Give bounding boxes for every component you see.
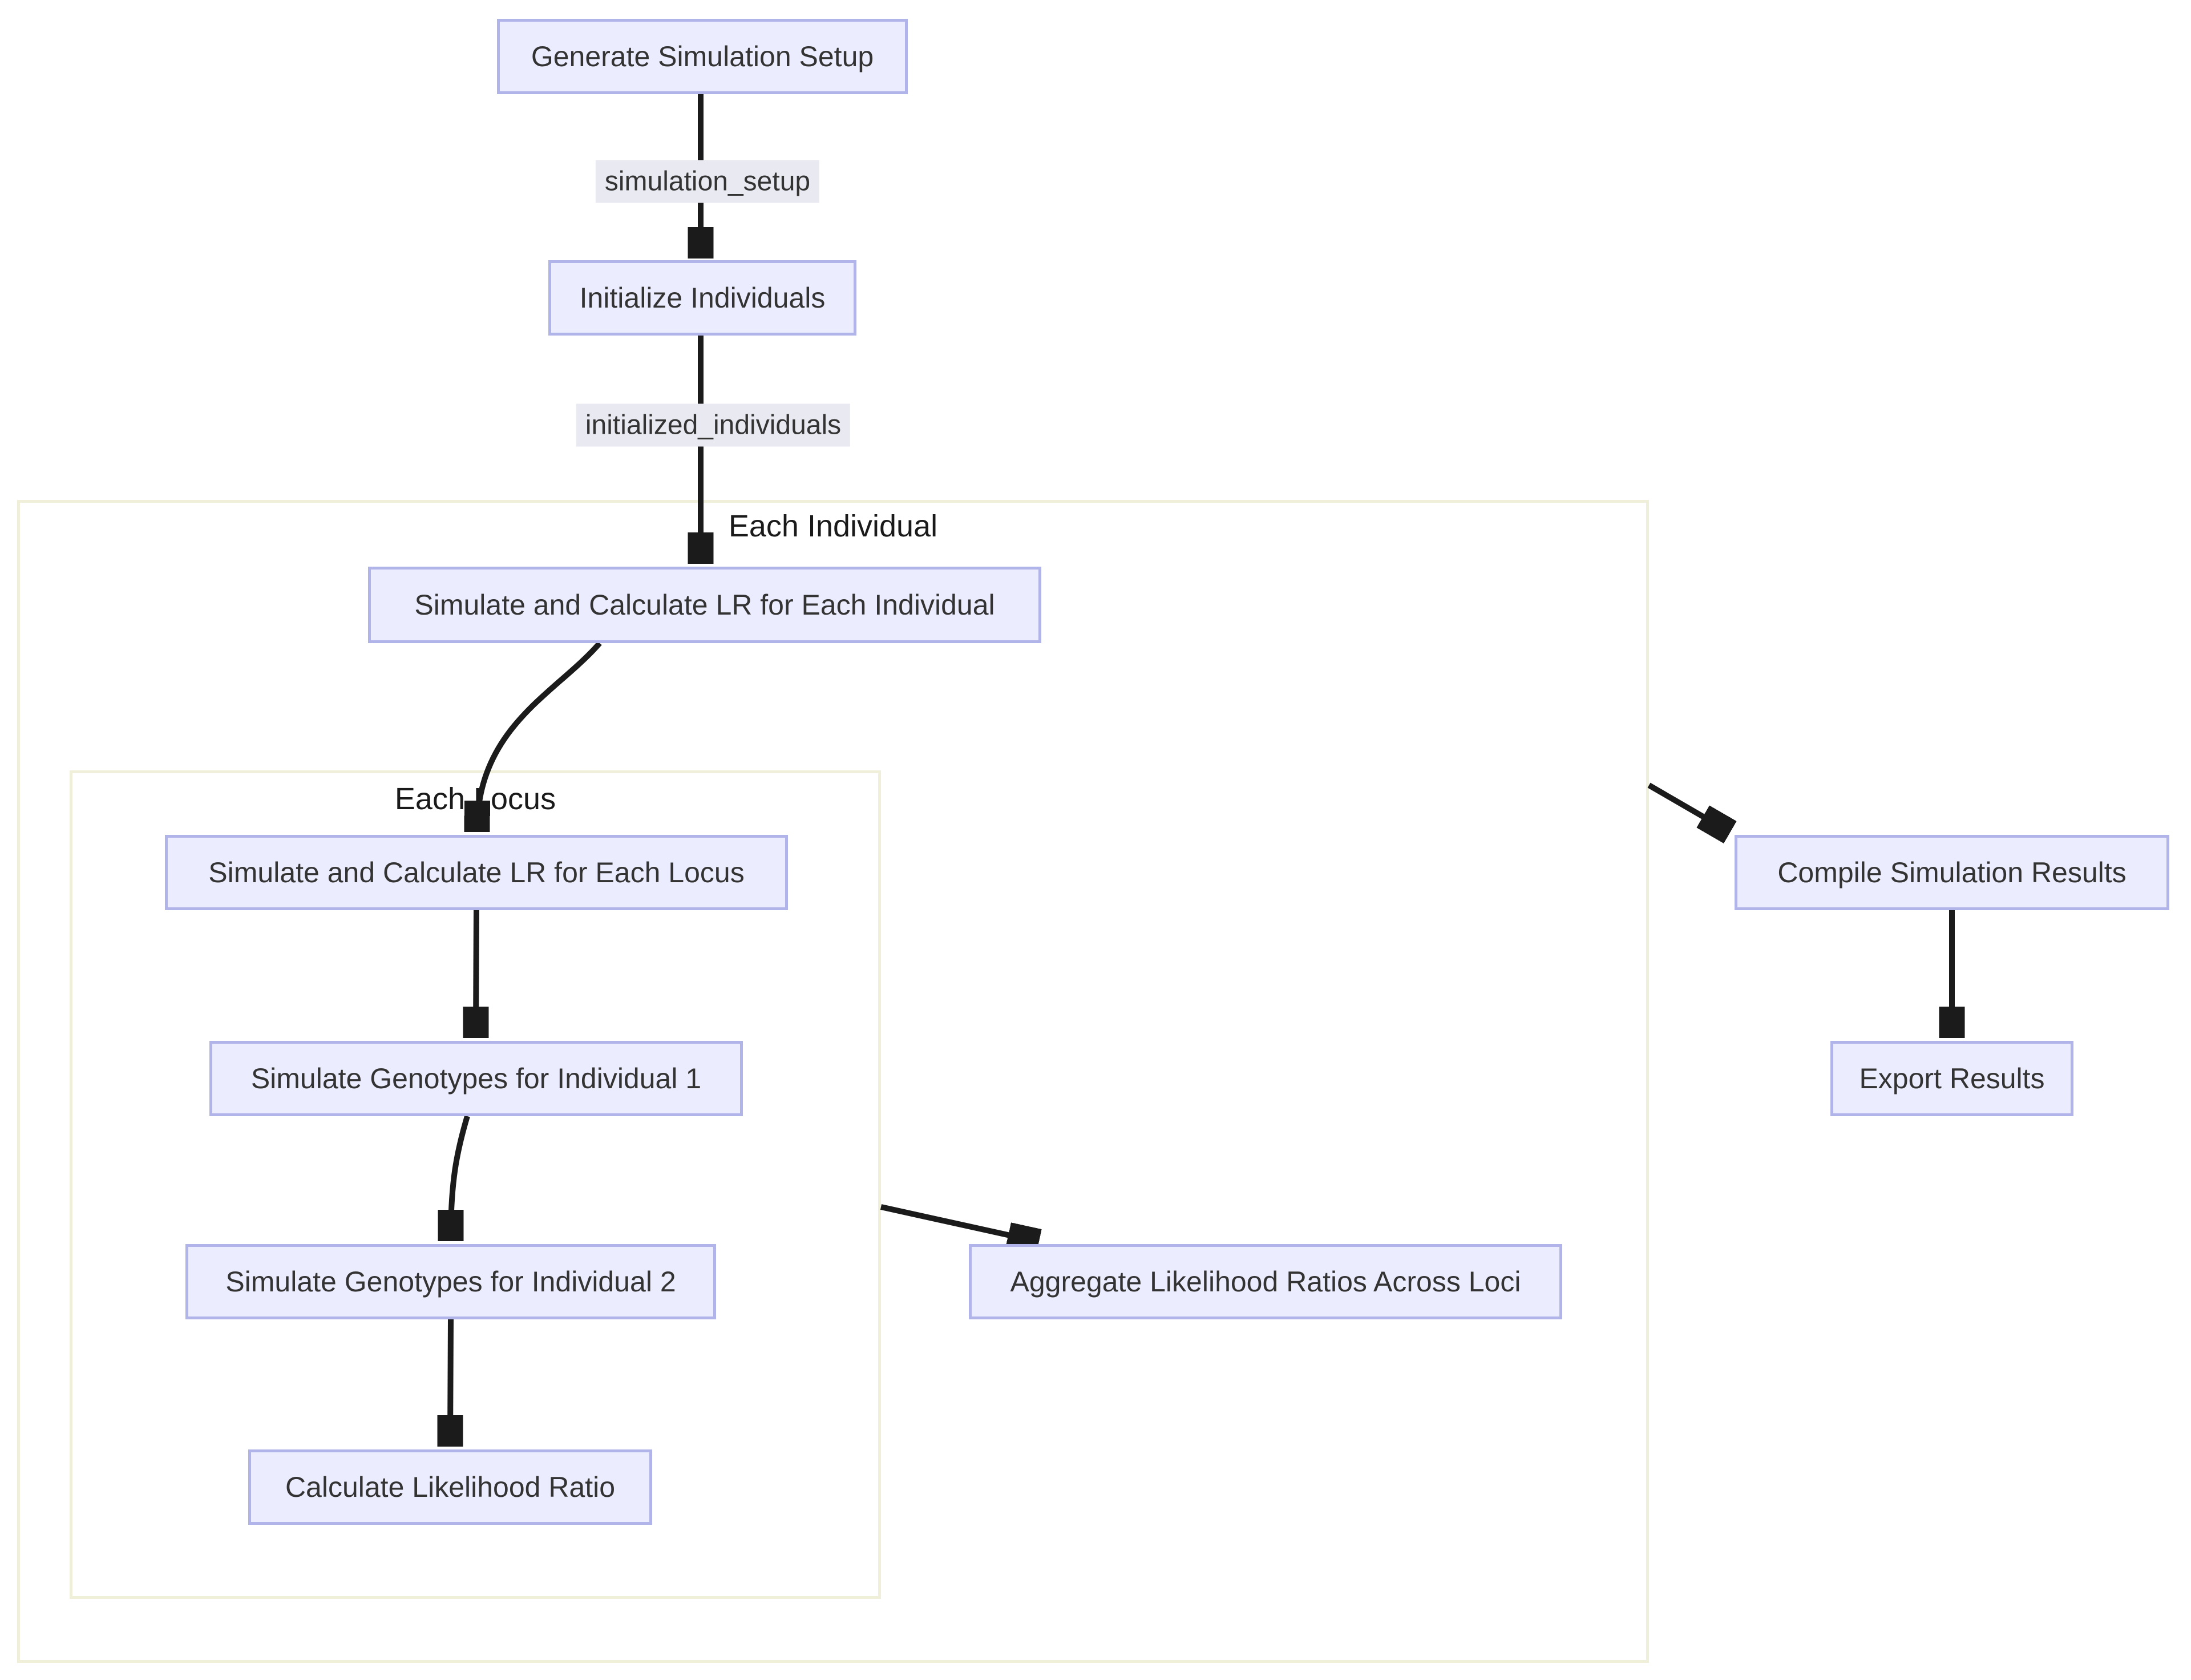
edge-each-individual-to-each-locus bbox=[477, 641, 602, 829]
node-aggregate-likelihood-ratios: Aggregate Likelihood Ratios Across Loci bbox=[969, 1244, 1562, 1319]
node-simulate-genotypes-individual-1: Simulate Genotypes for Individual 1 bbox=[209, 1041, 743, 1116]
node-export-results: Export Results bbox=[1830, 1041, 2073, 1116]
node-compile-simulation-results: Compile Simulation Results bbox=[1735, 835, 2169, 910]
node-calculate-likelihood-ratio: Calculate Likelihood Ratio bbox=[248, 1449, 652, 1525]
node-label: Calculate Likelihood Ratio bbox=[285, 1471, 616, 1503]
node-label: Simulate Genotypes for Individual 1 bbox=[250, 1063, 702, 1095]
edge-label-initialized-individuals: initialized_individuals bbox=[576, 403, 851, 447]
edge-each-locus-to-aggregate bbox=[880, 1204, 1036, 1241]
node-simulate-each-locus: Simulate and Calculate LR for Each Locus bbox=[165, 835, 788, 910]
node-label: Simulate and Calculate LR for Each Indiv… bbox=[414, 589, 995, 621]
node-label: Export Results bbox=[1859, 1063, 2045, 1095]
node-label: Initialize Individuals bbox=[579, 282, 826, 314]
edge-genotypes-2-to-calculate-lr bbox=[450, 1319, 451, 1444]
node-generate-simulation-setup: Generate Simulation Setup bbox=[497, 19, 908, 94]
edge-genotypes-1-to-genotypes-2 bbox=[451, 1115, 470, 1238]
node-initialize-individuals: Initialize Individuals bbox=[548, 260, 856, 336]
node-simulate-genotypes-individual-2: Simulate Genotypes for Individual 2 bbox=[185, 1244, 716, 1319]
edge-each-individual-to-compile bbox=[1647, 782, 1728, 831]
node-simulate-each-individual: Simulate and Calculate LR for Each Indiv… bbox=[368, 567, 1041, 643]
node-label: Aggregate Likelihood Ratios Across Loci bbox=[1010, 1266, 1521, 1298]
edge-label-simulation-setup: simulation_setup bbox=[595, 160, 820, 203]
node-label: Simulate Genotypes for Individual 2 bbox=[225, 1266, 676, 1298]
node-label: Generate Simulation Setup bbox=[531, 41, 874, 72]
node-label: Simulate and Calculate LR for Each Locus bbox=[208, 857, 745, 889]
node-label: Compile Simulation Results bbox=[1777, 857, 2127, 889]
